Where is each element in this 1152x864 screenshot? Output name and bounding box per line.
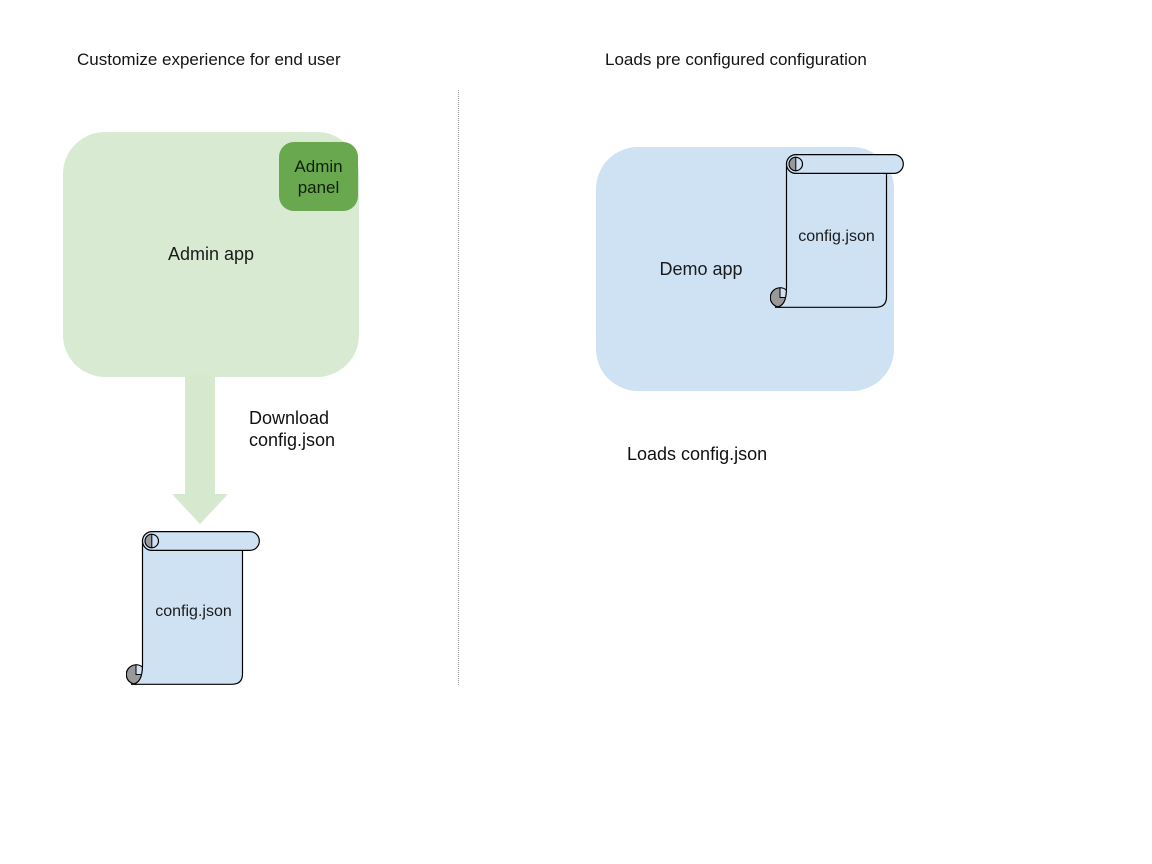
download-caption-line1: Download <box>249 408 330 428</box>
loads-config-caption: Loads config.json <box>627 444 768 464</box>
demo-app-label: Demo app <box>659 258 743 279</box>
admin-app-box: Admin app Admin panel <box>63 132 359 377</box>
section-divider <box>458 90 459 685</box>
left-section-title: Customize experience for end user <box>77 50 341 69</box>
admin-panel-badge-label: Admin panel <box>294 156 343 197</box>
config-json-scroll-icon <box>126 531 260 685</box>
download-arrow-icon <box>172 375 228 524</box>
download-caption-line2: config.json <box>249 430 336 450</box>
demo-app-label-wrap: Demo app <box>596 147 806 391</box>
right-section-title: Loads pre configured configuration <box>605 50 867 69</box>
config-json-label: config.json <box>155 603 232 620</box>
config-json-scroll-icon <box>770 154 904 308</box>
config-json-label: config.json <box>798 228 875 245</box>
admin-app-label: Admin app <box>167 244 255 264</box>
download-caption: Download config.json <box>249 407 335 451</box>
admin-panel-badge: Admin panel <box>279 142 358 211</box>
